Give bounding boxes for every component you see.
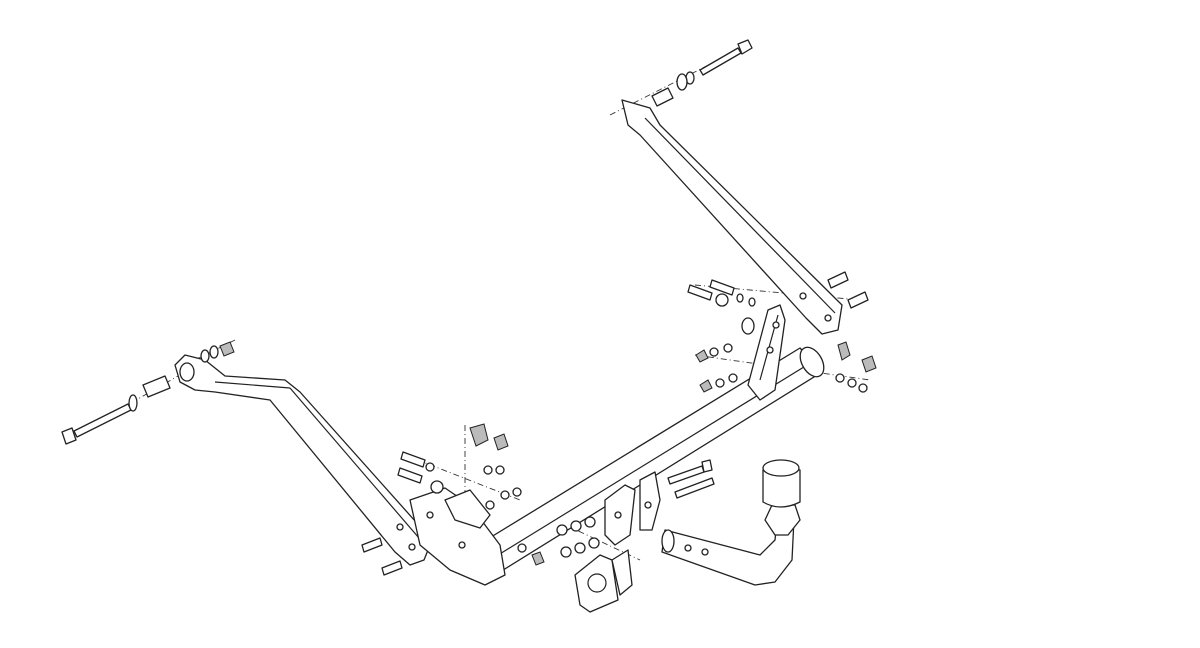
right-side-arm — [621, 99, 843, 335]
left-mounting-bracket — [409, 487, 506, 586]
top-bolt-set — [651, 39, 753, 107]
arm-hole — [824, 314, 832, 322]
left-long-bolt — [61, 341, 235, 445]
tow-ball — [762, 459, 801, 536]
ball-mount-brackets — [604, 471, 661, 546]
right-fasteners — [687, 271, 877, 393]
right-mounting-bracket — [747, 304, 786, 401]
arm-eye — [179, 362, 195, 382]
center-fasteners — [556, 459, 715, 558]
left-side-arm — [174, 354, 433, 566]
left-fasteners — [361, 423, 545, 576]
arm-hole — [799, 292, 807, 300]
electrical-socket-plate — [574, 549, 633, 613]
